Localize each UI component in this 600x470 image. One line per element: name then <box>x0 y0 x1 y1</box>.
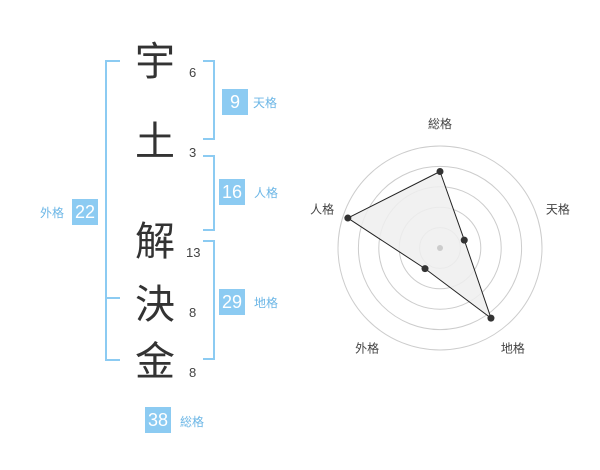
jinkaku-bracket <box>203 155 215 231</box>
radar-point-3 <box>487 314 495 322</box>
gaikaku-value: 22 <box>72 199 99 225</box>
jinkaku-label: 人格 <box>254 186 279 200</box>
stroke-count-1: 6 <box>189 65 197 80</box>
radar-point-1 <box>436 168 444 175</box>
radar-axis-label: 地格 <box>501 340 525 355</box>
tenkaku-value: 9 <box>222 89 248 115</box>
chikaku-value: 29 <box>219 289 246 315</box>
stroke-count-3: 13 <box>186 245 201 260</box>
chikaku-label: 地格 <box>254 296 279 310</box>
stroke-count-4: 8 <box>189 305 197 320</box>
tenkaku-label: 天格 <box>253 96 278 110</box>
tenkaku-bracket <box>203 60 215 140</box>
gaikaku-label: 外格 <box>40 206 65 220</box>
name-char-4: 決 <box>135 282 175 328</box>
name-char-5: 金 <box>135 339 175 385</box>
chikaku-bracket <box>203 240 215 360</box>
stroke-count-2: 3 <box>189 145 197 160</box>
soukaku-label: 総格 <box>180 415 205 429</box>
radar-ring <box>337 145 543 351</box>
soukaku-value: 38 <box>145 407 172 433</box>
radar-point-2 <box>460 236 468 244</box>
radar-points <box>344 168 495 322</box>
radar-point-4 <box>421 265 429 273</box>
radar-center-dot <box>437 245 443 251</box>
radar-point-5 <box>344 214 352 222</box>
gaikaku-bracket <box>105 60 120 361</box>
name-char-1: 宇 <box>135 39 175 85</box>
radar-ring <box>357 165 523 331</box>
name-char-2: 土 <box>135 119 175 165</box>
radar-data-area <box>346 170 492 320</box>
radar-axis-label: 人格 <box>310 202 334 217</box>
jinkaku-value: 16 <box>219 179 246 205</box>
stroke-count-5: 8 <box>189 365 197 380</box>
name-char-3: 解 <box>135 219 175 265</box>
radar-axis-label: 外格 <box>355 340 379 355</box>
radar-axis-label: 総格 <box>428 116 452 131</box>
gaikaku-bracket-split <box>105 297 120 299</box>
radar-axis-label: 天格 <box>546 202 570 217</box>
